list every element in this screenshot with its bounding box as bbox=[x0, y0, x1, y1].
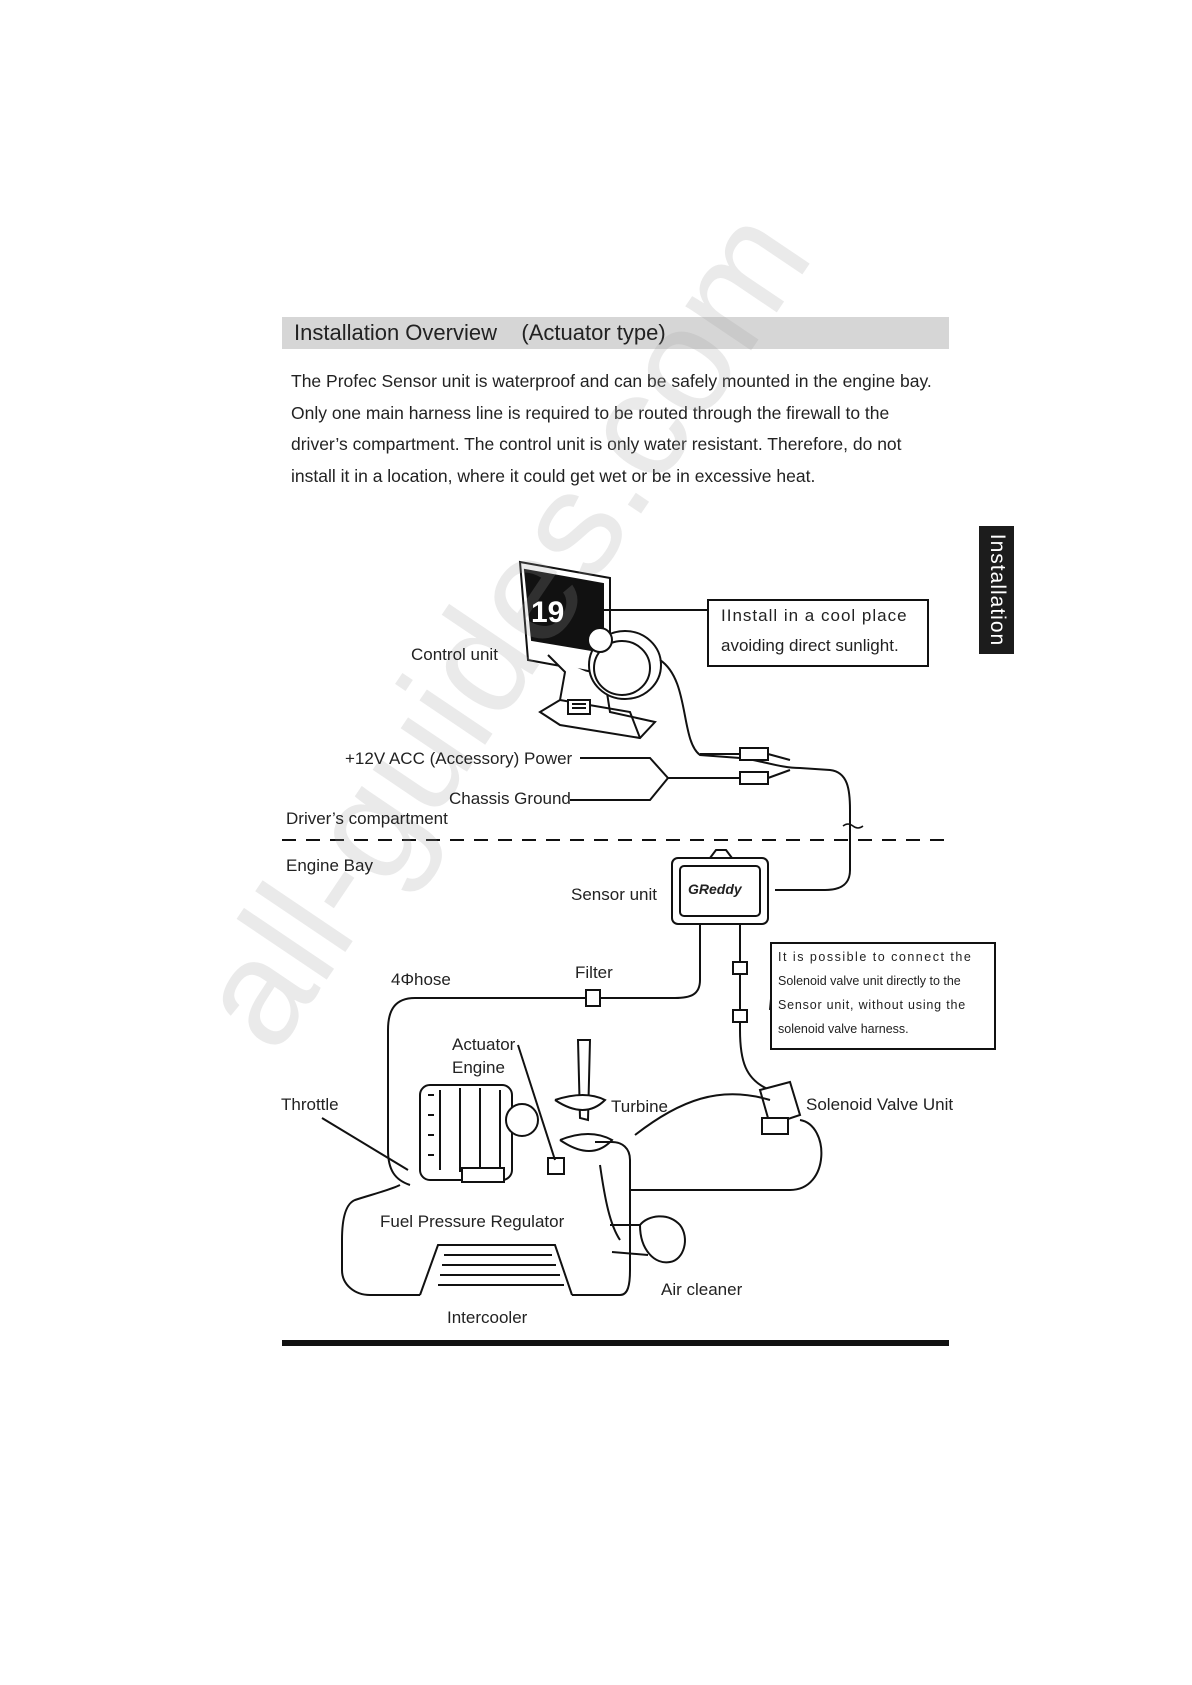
control-unit-drawing bbox=[518, 560, 662, 740]
label-sensor-unit: Sensor unit bbox=[571, 885, 657, 904]
label-drivers-compartment: Driver’s compartment bbox=[286, 809, 448, 828]
intro-line: The Profec Sensor unit is waterproof and… bbox=[291, 371, 932, 391]
bottom-rule bbox=[282, 1340, 949, 1346]
section-title: Installation Overview (Actuator type) bbox=[294, 320, 666, 345]
label-actuator: Actuator bbox=[452, 1035, 516, 1054]
callout-line: Solenoid valve unit directly to the bbox=[778, 974, 961, 988]
callout-cool-place: IInstall in a cool place avoiding direct… bbox=[707, 599, 929, 667]
installation-side-tab[interactable]: Installation bbox=[979, 526, 1014, 654]
intro-line: Only one main harness line is required t… bbox=[291, 402, 890, 423]
label-intercooler: Intercooler bbox=[447, 1308, 528, 1327]
callout-line: IInstall in a cool place bbox=[721, 606, 908, 625]
label-throttle: Throttle bbox=[281, 1095, 339, 1114]
callout-line: Sensor unit, without using the bbox=[778, 998, 966, 1012]
callout-line: It is possible to connect the bbox=[778, 950, 973, 964]
section-title-bar: Installation Overview (Actuator type) bbox=[282, 317, 949, 349]
label-chassis-ground: Chassis Ground bbox=[449, 789, 571, 808]
label-turbine: Turbine bbox=[611, 1097, 669, 1116]
callout-line: solenoid valve harness. bbox=[778, 1022, 909, 1036]
label-fuel-pressure-regulator: Fuel Pressure Regulator bbox=[380, 1212, 565, 1231]
intro-paragraph: The Profec Sensor unit is waterproof and… bbox=[291, 366, 971, 492]
label-air-cleaner: Air cleaner bbox=[661, 1280, 743, 1299]
control-unit-display-value: 19 bbox=[531, 596, 565, 629]
callout-line: avoiding direct sunlight. bbox=[721, 636, 899, 655]
label-engine-bay: Engine Bay bbox=[286, 856, 373, 875]
callout-direct-connect: It is possible to connect the Solenoid v… bbox=[770, 942, 996, 1050]
label-control-unit: Control unit bbox=[411, 645, 498, 664]
intro-line: driver’s compartment. The control unit i… bbox=[291, 434, 902, 454]
label-solenoid-valve-unit: Solenoid Valve Unit bbox=[806, 1095, 954, 1114]
label-engine: Engine bbox=[452, 1058, 505, 1077]
label-acc-power: +12V ACC (Accessory) Power bbox=[345, 749, 573, 768]
label-filter: Filter bbox=[575, 963, 613, 982]
sensor-unit-brand: GReddy bbox=[688, 881, 742, 897]
intro-line: install it in a location, where it could… bbox=[291, 465, 816, 486]
label-hose: 4Φhose bbox=[391, 970, 451, 989]
